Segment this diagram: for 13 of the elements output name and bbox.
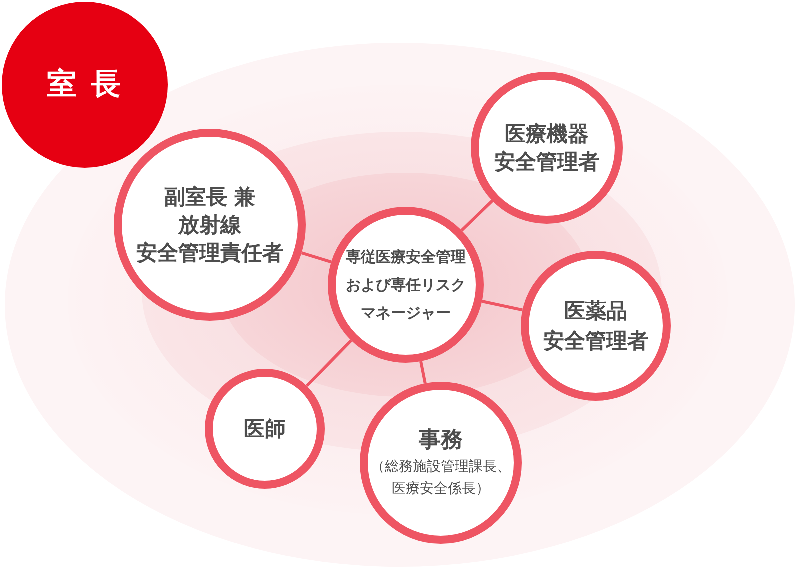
role-label: 室 長 [46, 67, 124, 103]
role-detail-label: （総務施設管理課長、医療安全係長） [371, 458, 511, 499]
role-label: 事務 [419, 427, 463, 455]
connector-line [306, 340, 352, 388]
connector-line [482, 300, 524, 312]
role-label: 医療機器安全管理者 [494, 121, 600, 176]
role-label: 専従医療安全管理および専任リスクマネージャー [346, 247, 466, 324]
connector-line [301, 252, 332, 264]
connector-line [420, 361, 427, 384]
connector-line [460, 200, 494, 232]
role-label: 医師 [244, 416, 286, 443]
role-label: 副室長 兼放射線安全管理責任者 [136, 184, 284, 267]
role-label: 医薬品安全管理者 [544, 298, 648, 355]
